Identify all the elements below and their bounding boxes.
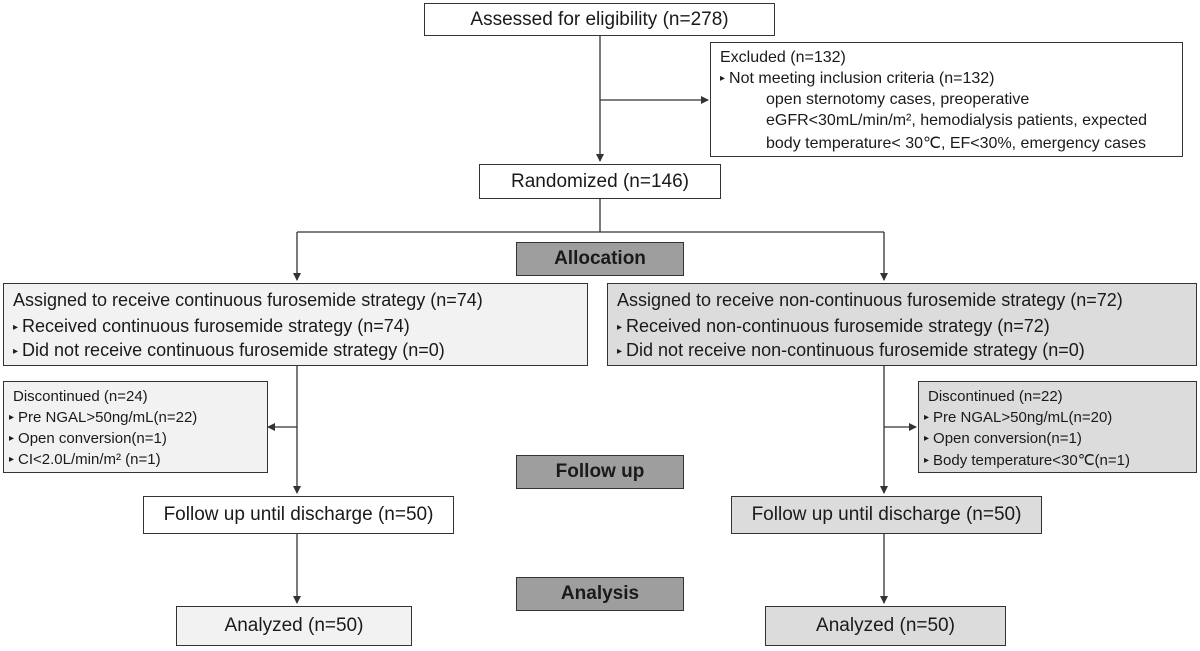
left-analyzed-text: Analyzed (n=50) [224,615,364,636]
right-discontinued-item-3: ▸Body temperature<30℃(n=1) [924,451,1130,469]
stage-allocation: Allocation [516,242,684,276]
left-discontinued-title: Discontinued (n=24) [13,388,148,405]
bullet-icon: ▸ [9,412,15,423]
right-discontinued-title: Discontinued (n=22) [928,388,1063,405]
excluded-box: Excluded (n=132) ▸Not meeting inclusion … [710,42,1183,157]
bullet-icon: ▸ [924,433,930,444]
right-assigned-title: Assigned to receive non-continuous furos… [617,290,1123,310]
left-assigned-title: Assigned to receive continuous furosemid… [13,290,483,310]
left-discontinued-item-1-text: Pre NGAL>50ng/mL(n=22) [18,409,198,426]
right-discontinued-item-2-text: Open conversion(n=1) [933,430,1082,447]
bullet-icon: ▸ [13,346,19,357]
right-discontinued-item-3-text: Body temperature<30℃(n=1) [933,452,1130,469]
randomized-box: Randomized (n=146) [479,164,721,199]
assessed-text: Assessed for eligibility (n=278) [470,8,729,30]
left-discontinued-item-3-text: CI<2.0L/min/m² (n=1) [18,451,161,468]
excluded-detail-2: eGFR<30mL/min/m², hemodialysis patients,… [766,112,1148,129]
bullet-icon: ▸ [720,73,726,84]
right-discontinued-box: Discontinued (n=22) ▸Pre NGAL>50ng/mL(n=… [918,381,1197,473]
bullet-icon: ▸ [13,322,19,333]
left-received-text: Received continuous furosemide strategy … [22,316,410,336]
right-follow-up-box: Follow up until discharge (n=50) [731,496,1042,534]
excluded-title: Excluded (n=132) [720,49,846,66]
stage-analysis: Analysis [516,577,684,611]
right-received-text: Received non-continuous furosemide strat… [626,316,1050,336]
excluded-bullet-text: Not meeting inclusion criteria (n=132) [729,70,995,87]
left-discontinued-item-2-text: Open conversion(n=1) [18,430,167,447]
left-received: ▸Received continuous furosemide strategy… [13,316,410,337]
excluded-detail-3: body temperature< 30℃, EF<30%, emergency… [766,135,1146,152]
left-discontinued-box: Discontinued (n=24) ▸Pre NGAL>50ng/mL(n=… [3,381,268,473]
bullet-icon: ▸ [617,322,623,333]
assessed-box: Assessed for eligibility (n=278) [424,3,775,36]
excluded-detail-1: open sternotomy cases, preoperative [766,91,1030,108]
bullet-icon: ▸ [9,454,15,465]
bullet-icon: ▸ [9,433,15,444]
left-not-received-text: Did not receive continuous furosemide st… [22,340,445,360]
excluded-bullet: ▸Not meeting inclusion criteria (n=132) [720,70,995,88]
left-discontinued-item-1: ▸Pre NGAL>50ng/mL(n=22) [9,409,197,426]
stage-analysis-label: Analysis [560,583,640,604]
right-follow-up-text: Follow up until discharge (n=50) [751,504,1022,525]
bullet-icon: ▸ [617,346,623,357]
left-assigned-box: Assigned to receive continuous furosemid… [3,283,588,366]
right-received: ▸Received non-continuous furosemide stra… [617,316,1050,337]
right-discontinued-item-1: ▸Pre NGAL>50ng/mL(n=20) [924,409,1112,426]
right-analyzed-box: Analyzed (n=50) [765,606,1006,646]
right-not-received: ▸Did not receive non-continuous furosemi… [617,340,1085,361]
right-discontinued-item-1-text: Pre NGAL>50ng/mL(n=20) [933,409,1113,426]
right-analyzed-text: Analyzed (n=50) [816,615,955,636]
right-discontinued-item-2: ▸Open conversion(n=1) [924,430,1082,447]
right-assigned-box: Assigned to receive non-continuous furos… [607,283,1197,366]
left-discontinued-item-2: ▸Open conversion(n=1) [9,430,167,447]
left-follow-up-text: Follow up until discharge (n=50) [163,504,434,525]
stage-allocation-label: Allocation [554,248,646,269]
bullet-icon: ▸ [924,455,930,466]
randomized-text: Randomized (n=146) [511,170,689,192]
left-discontinued-item-3: ▸CI<2.0L/min/m² (n=1) [9,451,161,468]
right-not-received-text: Did not receive non-continuous furosemid… [626,340,1085,360]
stage-follow-up: Follow up [516,455,684,489]
left-follow-up-box: Follow up until discharge (n=50) [143,496,454,534]
left-analyzed-box: Analyzed (n=50) [176,606,412,646]
stage-follow-up-label: Follow up [555,461,645,482]
bullet-icon: ▸ [924,412,930,423]
left-not-received: ▸Did not receive continuous furosemide s… [13,340,445,361]
